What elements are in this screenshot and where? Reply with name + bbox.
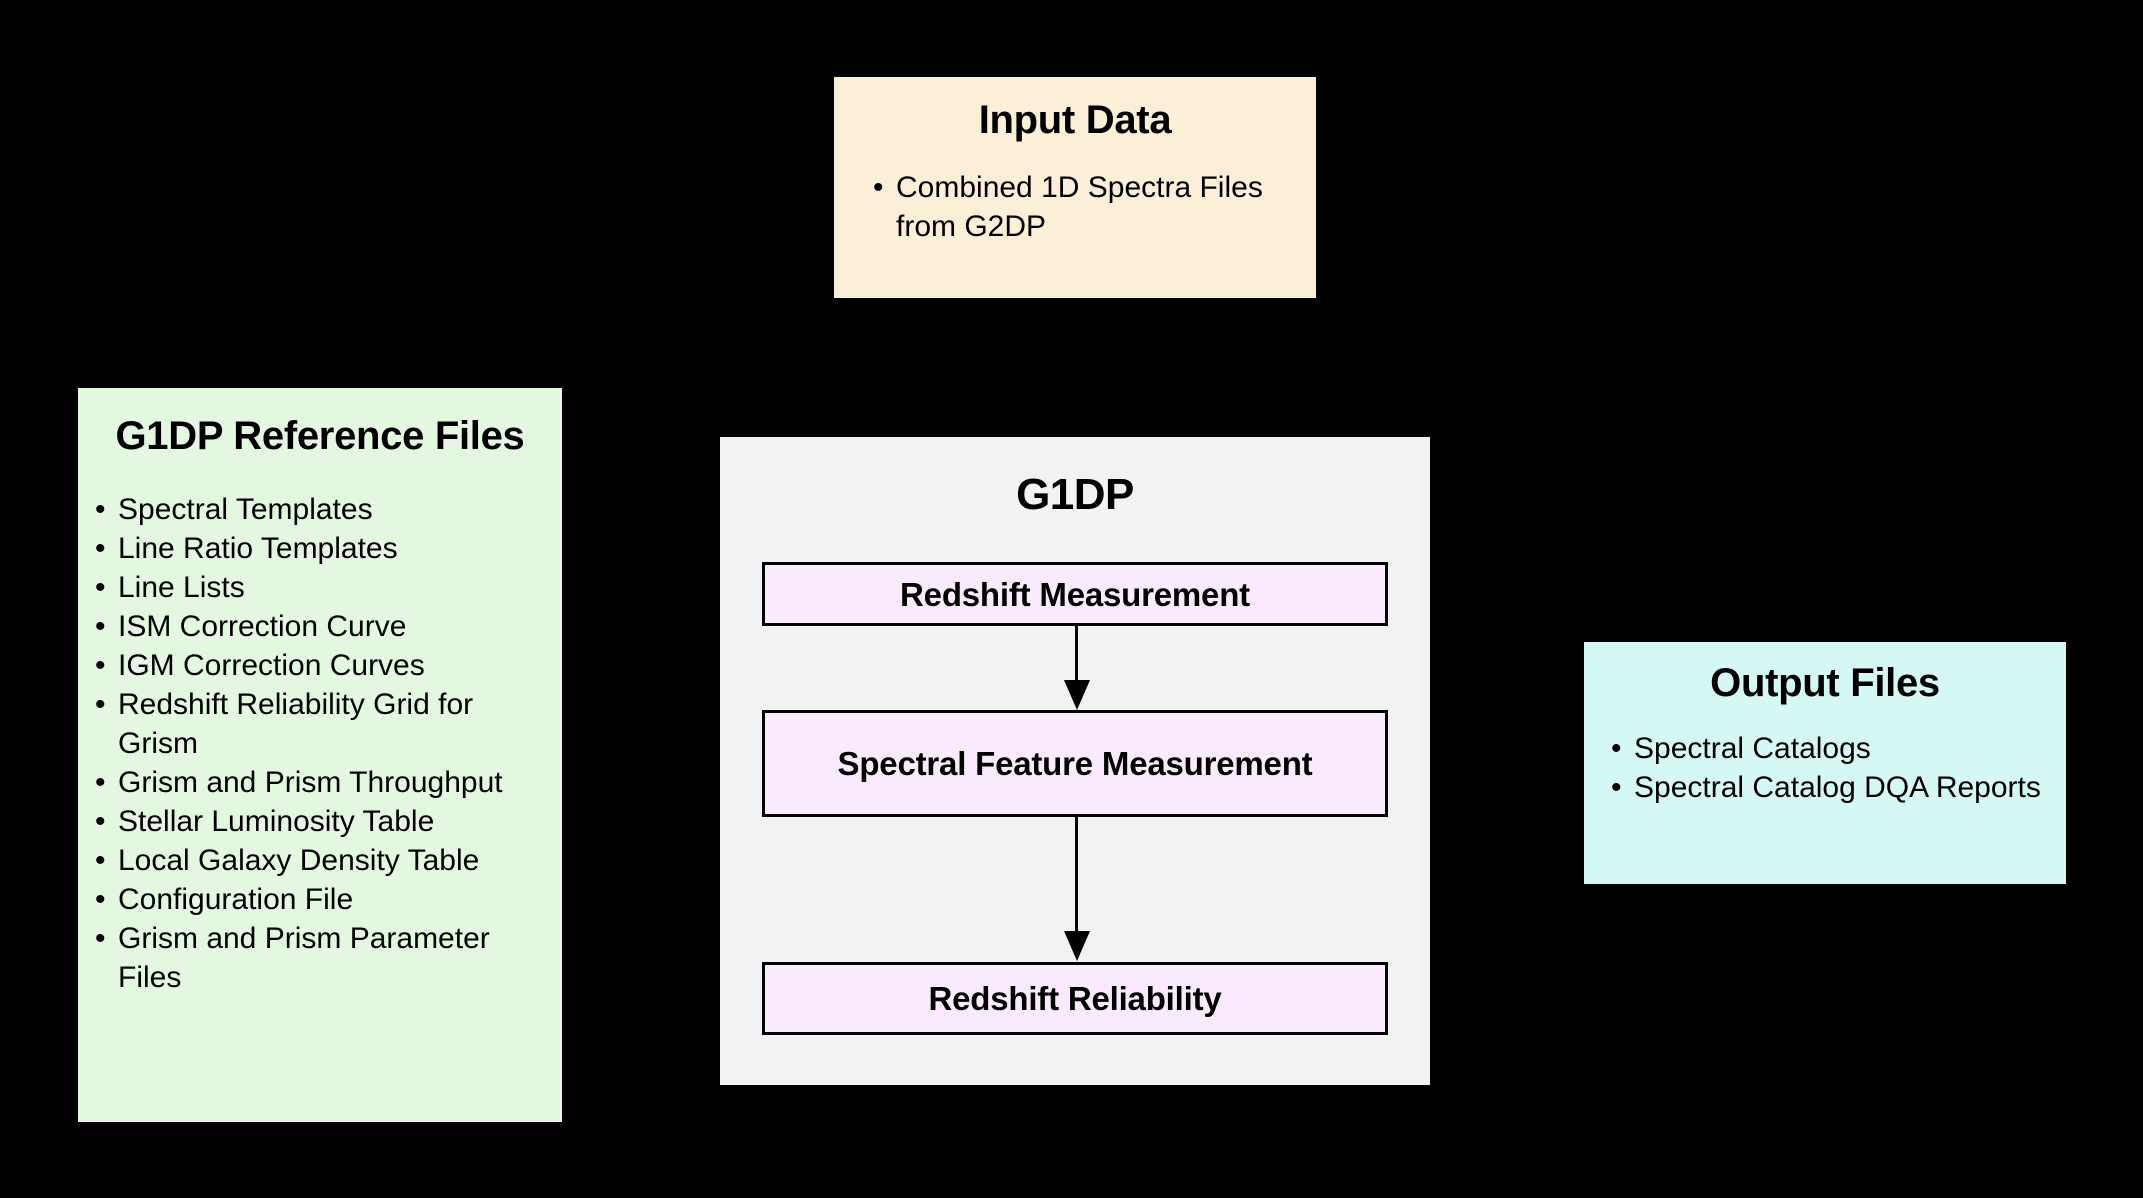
step-label: Redshift Reliability: [928, 980, 1222, 1017]
step-label: Spectral Feature Measurement: [837, 745, 1313, 782]
input-data-list: Combined 1D Spectra Files from G2DP: [834, 168, 1316, 246]
list-item: IGM Correction Curves: [94, 646, 554, 685]
list-item: Stellar Luminosity Table: [94, 802, 554, 841]
step-redshift-reliability: Redshift Reliability: [762, 962, 1388, 1035]
list-item: Combined 1D Spectra Files from G2DP: [872, 168, 1298, 246]
g1dp-title: G1DP: [1016, 470, 1134, 519]
arrow-head: [1064, 680, 1090, 710]
output-files-list: Spectral Catalogs Spectral Catalog DQA R…: [1584, 729, 2066, 807]
list-item: Spectral Catalogs: [1610, 729, 2054, 768]
output-files-title: Output Files: [1710, 661, 1940, 705]
list-item: Configuration File: [94, 880, 554, 919]
list-item: Spectral Templates: [94, 490, 554, 529]
reference-files-title: G1DP Reference Files: [115, 414, 525, 458]
g1dp-pipeline-container: G1DP Redshift Measurement Spectral Featu…: [720, 437, 1430, 1085]
step-redshift-measurement: Redshift Measurement: [762, 562, 1388, 626]
output-files-box: Output Files Spectral Catalogs Spectral …: [1584, 642, 2066, 884]
input-data-title: Input Data: [978, 98, 1172, 142]
arrow-head: [1064, 931, 1090, 961]
list-item: Local Galaxy Density Table: [94, 841, 554, 880]
list-item: ISM Correction Curve: [94, 607, 554, 646]
arrow-down-icon: [1064, 626, 1090, 710]
list-item: Line Lists: [94, 568, 554, 607]
arrow-down-icon: [1064, 817, 1090, 962]
list-item: Line Ratio Templates: [94, 529, 554, 568]
list-item: Redshift Reliability Grid for Grism: [94, 685, 554, 763]
list-item: Spectral Catalog DQA Reports: [1610, 768, 2054, 807]
arrow-shaft: [1075, 817, 1078, 933]
list-item: Grism and Prism Parameter Files: [94, 919, 554, 997]
reference-files-list: Spectral Templates Line Ratio Templates …: [78, 490, 562, 997]
input-data-box: Input Data Combined 1D Spectra Files fro…: [834, 77, 1316, 298]
step-label: Redshift Measurement: [900, 575, 1250, 613]
list-item: Grism and Prism Throughput: [94, 763, 554, 802]
arrow-shaft: [1075, 626, 1078, 682]
step-spectral-feature-measurement: Spectral Feature Measurement: [762, 710, 1388, 817]
reference-files-box: G1DP Reference Files Spectral Templates …: [78, 388, 562, 1122]
